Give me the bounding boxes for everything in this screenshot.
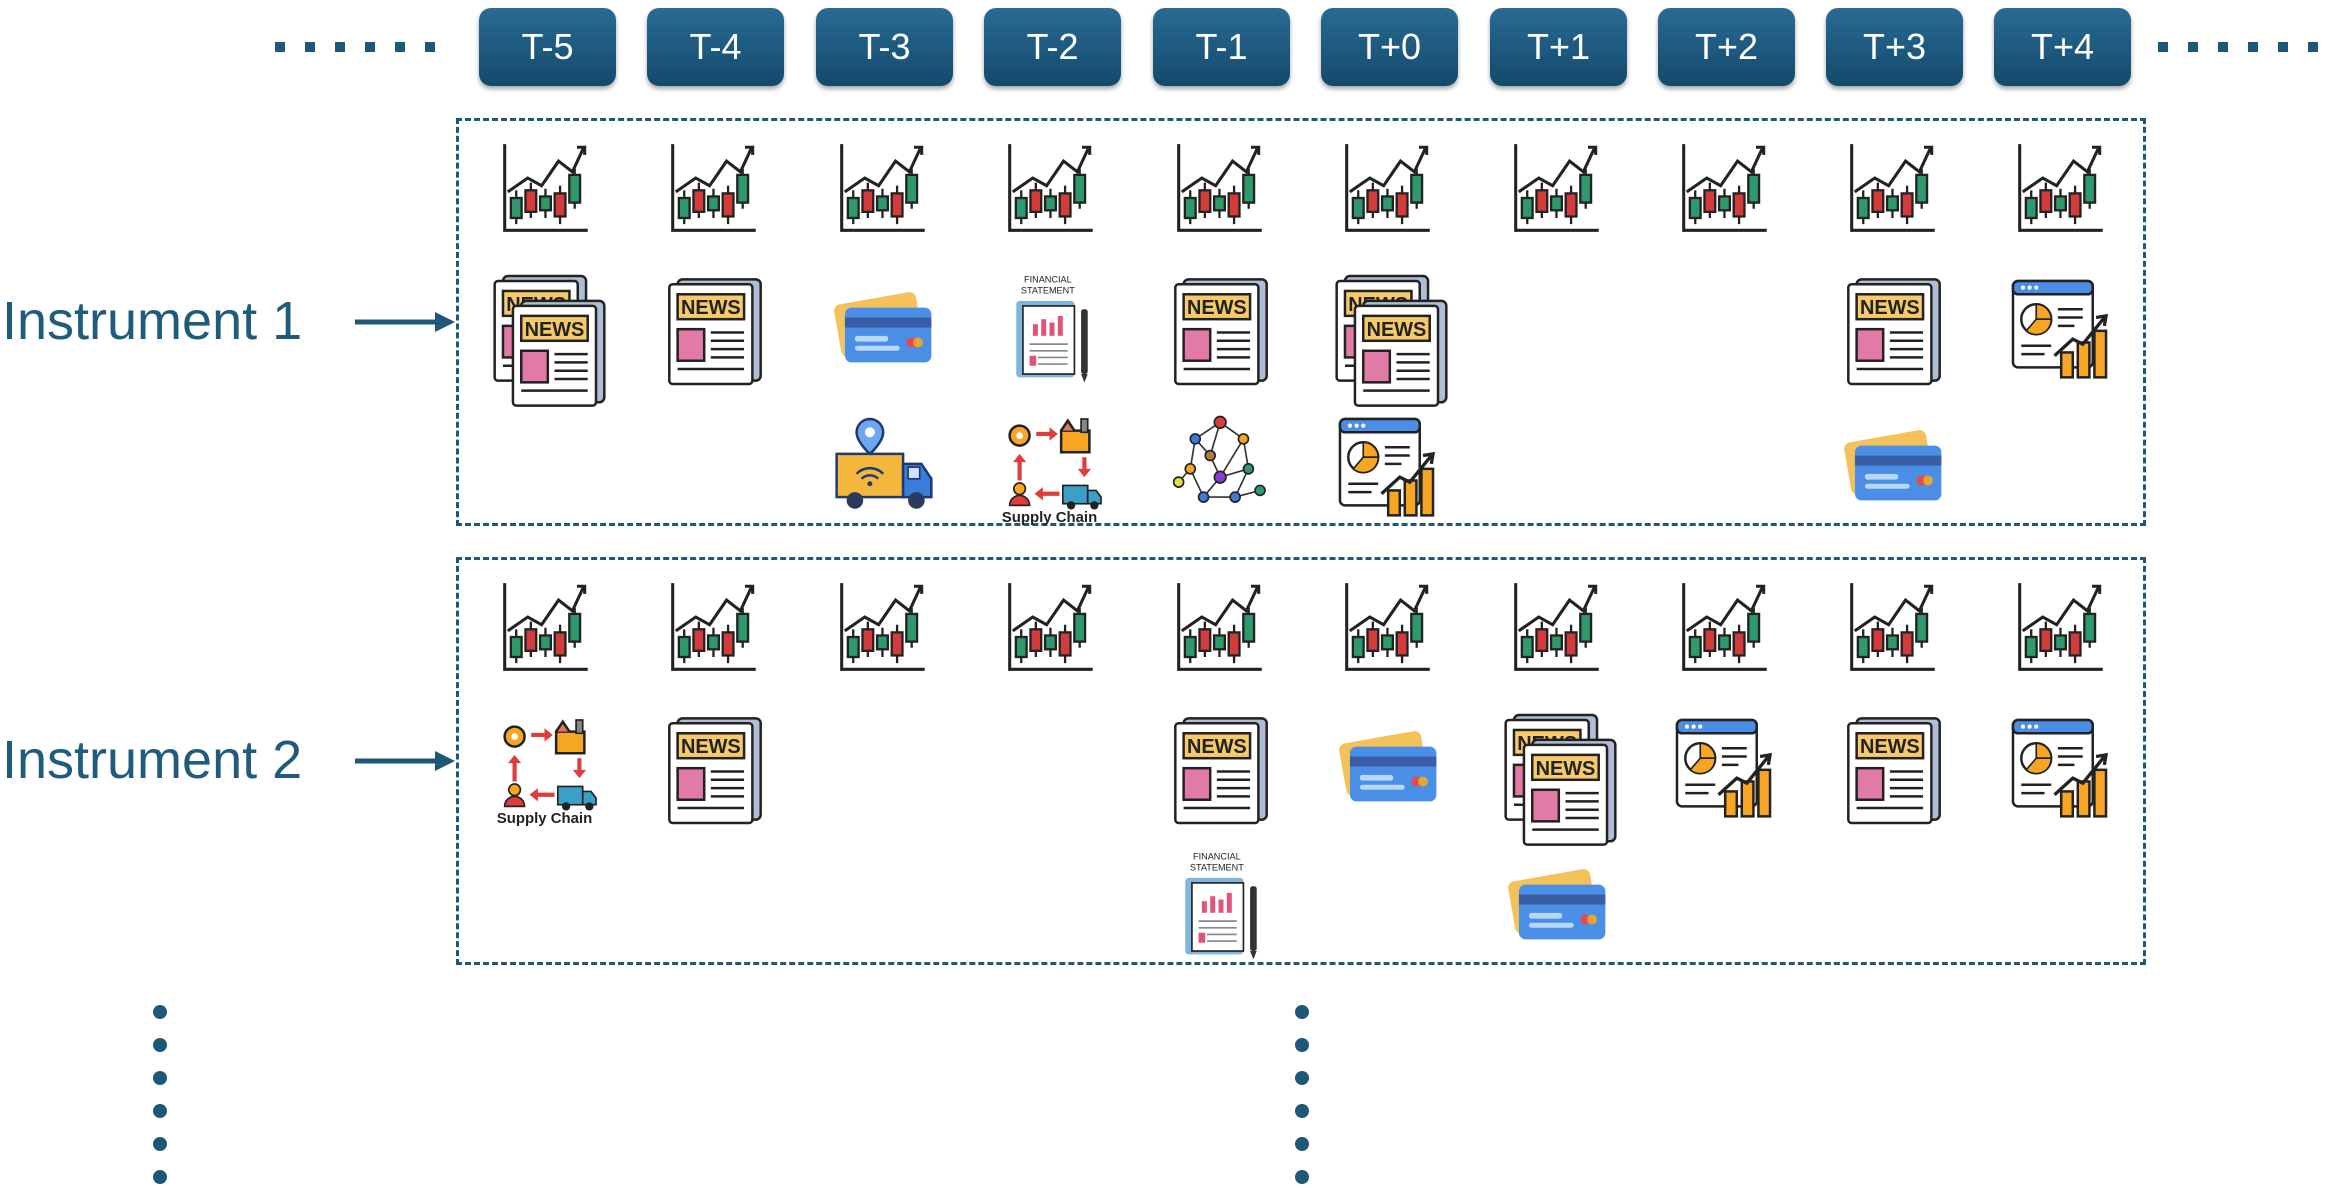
analytics-report-icon <box>2008 715 2116 823</box>
svg-text:NEWS: NEWS <box>1860 297 1920 319</box>
supply-chain-icon: Supply Chain <box>998 414 1106 526</box>
candlestick-chart-icon <box>1844 577 1944 677</box>
svg-text:STATEMENT: STATEMENT <box>1190 862 1244 872</box>
svg-text:NEWS: NEWS <box>525 319 585 341</box>
candlestick-chart-icon <box>497 138 597 238</box>
analytics-report-icon <box>1672 715 1780 823</box>
candlestick-chart-icon <box>1002 138 1102 238</box>
svg-text:NEWS: NEWS <box>1187 297 1247 319</box>
svg-text:NEWS: NEWS <box>1860 736 1920 758</box>
candlestick-chart-icon <box>834 577 934 677</box>
time-step-tplus3: T+3 <box>1826 8 1963 86</box>
svg-text:FINANCIAL: FINANCIAL <box>1024 275 1072 285</box>
vertical-ellipsis-left <box>153 1005 167 1184</box>
vertical-ellipsis-center <box>1295 1005 1309 1184</box>
svg-text:Supply Chain: Supply Chain <box>497 810 592 827</box>
time-step-tminus4: T-4 <box>647 8 784 86</box>
svg-text:NEWS: NEWS <box>1536 758 1596 780</box>
newspaper-icon: NEWS <box>1167 715 1275 825</box>
svg-text:NEWS: NEWS <box>681 736 741 758</box>
time-step-tminus1: T-1 <box>1153 8 1290 86</box>
instrument-1-label: Instrument 1 <box>2 291 303 351</box>
candlestick-chart-icon <box>1339 577 1439 677</box>
candlestick-chart-icon <box>1844 138 1944 238</box>
newspaper-icon: NEWS <box>1840 715 1948 825</box>
candlestick-chart-icon <box>834 138 934 238</box>
delivery-truck-icon <box>830 414 938 522</box>
candlestick-chart-icon <box>1339 138 1439 238</box>
leading-dots <box>275 42 435 52</box>
svg-text:Supply Chain: Supply Chain <box>1002 509 1097 526</box>
candlestick-chart-icon <box>1002 577 1102 677</box>
credit-card-icon <box>1335 715 1443 823</box>
network-graph-icon <box>1167 414 1275 522</box>
instrument-1-panel <box>456 118 2146 526</box>
newspaper-icon: NEWS <box>661 276 769 386</box>
candlestick-chart-icon <box>1508 138 1608 238</box>
time-step-tplus4: T+4 <box>1994 8 2131 86</box>
analytics-report-icon <box>2008 276 2116 384</box>
time-step-tminus5: T-5 <box>479 8 616 86</box>
financial-statement-icon: FINANCIAL STATEMENT <box>998 275 1106 384</box>
financial-statement-icon: FINANCIAL STATEMENT <box>1167 852 1275 961</box>
newspaper-stack-icon: NEWS NEWS <box>1335 274 1448 407</box>
time-step-tplus2: T+2 <box>1658 8 1795 86</box>
supply-chain-icon: Supply Chain <box>493 715 601 827</box>
newspaper-stack-icon: NEWS NEWS <box>493 274 606 407</box>
newspaper-stack-icon: NEWS NEWS <box>1504 713 1617 846</box>
candlestick-chart-icon <box>1508 577 1608 677</box>
instrument-2-label: Instrument 2 <box>2 730 303 790</box>
time-step-tplus1: T+1 <box>1490 8 1627 86</box>
svg-text:NEWS: NEWS <box>1367 319 1427 341</box>
instrument-2-arrow <box>355 751 455 771</box>
credit-card-icon <box>1504 853 1612 961</box>
svg-text:STATEMENT: STATEMENT <box>1021 285 1075 295</box>
candlestick-chart-icon <box>1171 138 1271 238</box>
candlestick-chart-icon <box>2012 577 2112 677</box>
candlestick-chart-icon <box>665 138 765 238</box>
credit-card-icon <box>1840 414 1948 522</box>
candlestick-chart-icon <box>1676 138 1776 238</box>
time-step-tminus3: T-3 <box>816 8 953 86</box>
candlestick-chart-icon <box>1171 577 1271 677</box>
instrument-2-panel <box>456 557 2146 965</box>
time-step-tminus2: T-2 <box>984 8 1121 86</box>
time-step-tplus0: T+0 <box>1321 8 1458 86</box>
instrument-1-arrow <box>355 312 455 332</box>
svg-text:FINANCIAL: FINANCIAL <box>1193 852 1241 862</box>
newspaper-icon: NEWS <box>661 715 769 825</box>
newspaper-icon: NEWS <box>1167 276 1275 386</box>
candlestick-chart-icon <box>2012 138 2112 238</box>
analytics-report-icon <box>1335 414 1443 522</box>
candlestick-chart-icon <box>665 577 765 677</box>
svg-text:NEWS: NEWS <box>1187 736 1247 758</box>
trailing-dots <box>2158 42 2318 52</box>
credit-card-icon <box>830 276 938 384</box>
newspaper-icon: NEWS <box>1840 276 1948 386</box>
candlestick-chart-icon <box>497 577 597 677</box>
svg-text:NEWS: NEWS <box>681 297 741 319</box>
candlestick-chart-icon <box>1676 577 1776 677</box>
